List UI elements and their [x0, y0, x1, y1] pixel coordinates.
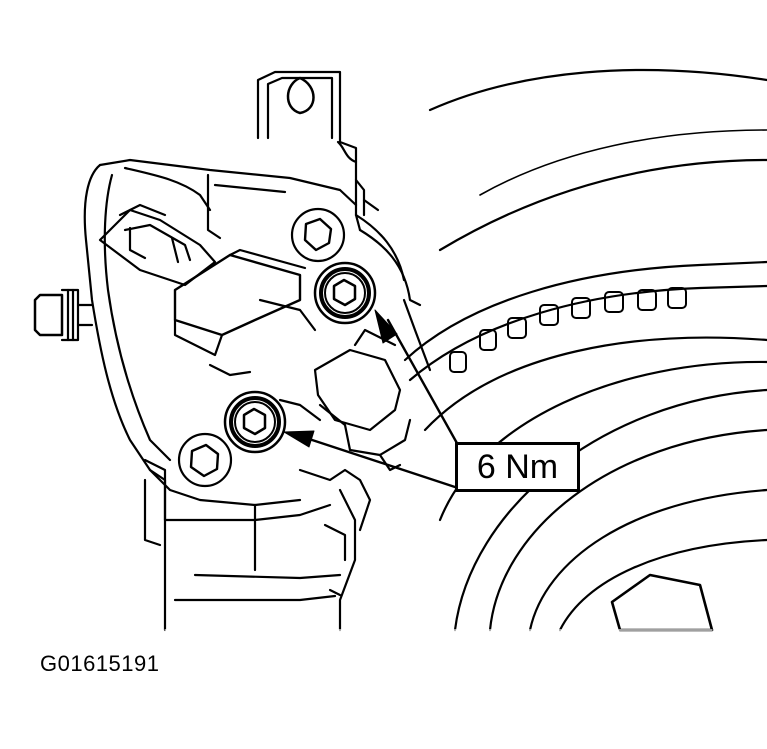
torque-bolt-upper [313, 261, 377, 325]
callout-arrowheads [283, 309, 398, 448]
torque-bolt-lower [223, 390, 287, 454]
plain-bolt-lower [177, 432, 233, 488]
figure-id: G01615191 [40, 651, 160, 676]
upper-bracket [256, 70, 380, 232]
arrowhead-lower [283, 430, 315, 448]
right-housing [354, 213, 432, 372]
callout-leaders [298, 318, 460, 490]
torque-spec-label: 6 Nm [455, 442, 580, 492]
sensor-body [33, 158, 412, 632]
gear-assembly [403, 68, 767, 632]
arrowhead-upper [374, 309, 398, 344]
plain-bolt-upper [290, 207, 346, 263]
